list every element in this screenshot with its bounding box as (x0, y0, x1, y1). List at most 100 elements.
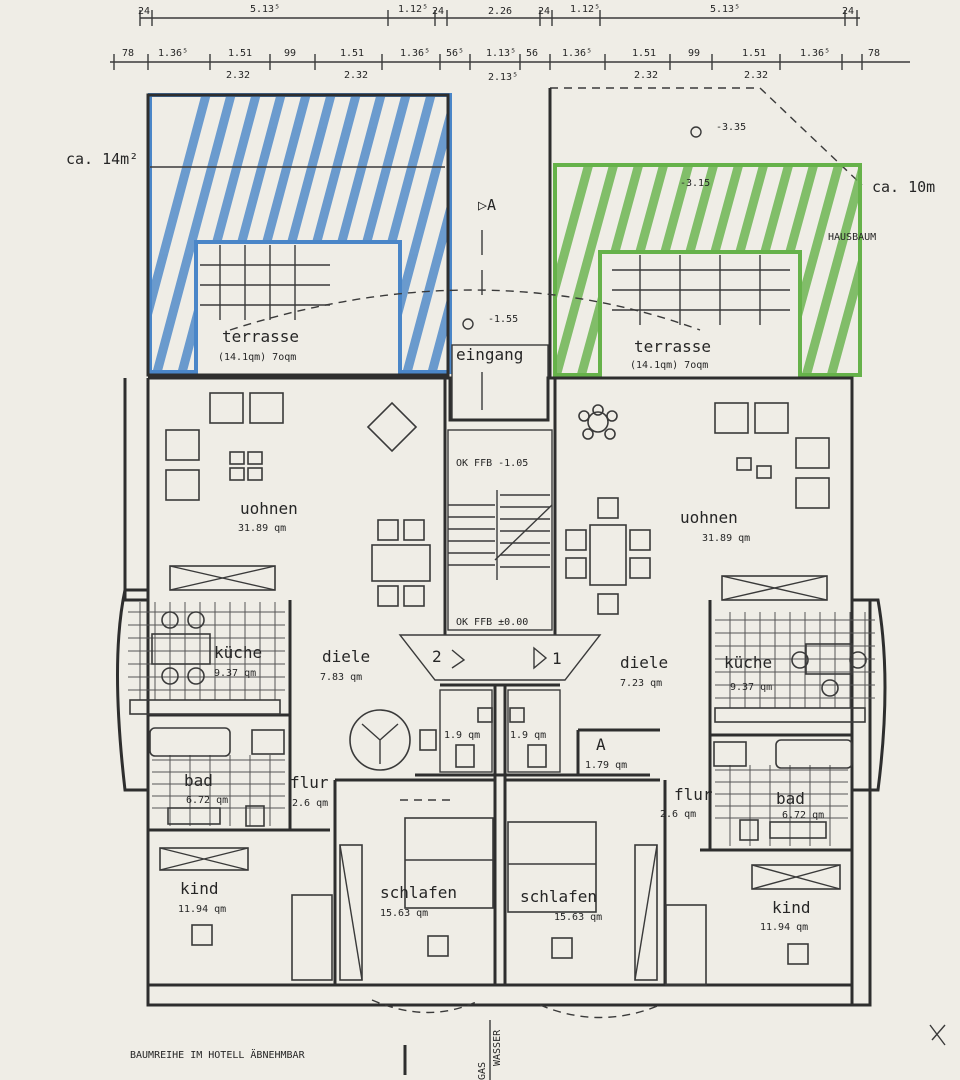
diele-left-area: 7.83 qm (320, 672, 362, 683)
dim-second-2: 1.51 (228, 48, 252, 59)
dim-top-2: 1.12⁵ (398, 4, 428, 15)
terrace-left: terrasse (14.1qm) 7oqm (146, 93, 452, 377)
terrace-left-area: (14.1qm) 7oqm (218, 352, 296, 363)
left-bedrooms-furniture (159, 709, 494, 981)
terrace-left-label: terrasse (222, 327, 299, 346)
diele-right-area: 7.23 qm (620, 678, 662, 689)
entry-arrow-icon: ▷A (478, 196, 496, 214)
flur-right-area: 2.6 qm (660, 809, 696, 820)
schlafen-right-area: 15.63 qm (554, 912, 602, 923)
dim-second-7: 1.13⁵ (486, 48, 516, 59)
dim-second-10: 1.51 (632, 48, 656, 59)
dim-second-8: 56 (526, 48, 538, 59)
right-bedrooms-furniture (507, 821, 841, 986)
dim-third-3: 2.32 (634, 70, 658, 81)
level-terrace-right: -3.15 (680, 178, 710, 189)
terrace-left-hatching (150, 95, 450, 372)
wohnen-left-label: uohnen (240, 499, 298, 518)
entrance: ▷A -1.55 eingang (229, 196, 701, 421)
right-apartment-furniture (565, 402, 830, 615)
dim-second-14: 78 (868, 48, 880, 59)
apt-1-label: 1 (552, 649, 562, 668)
dim-third-0: 2.32 (226, 70, 250, 81)
building-walls (116, 376, 887, 1007)
bad-left-area: 6.72 qm (186, 795, 228, 806)
flur-left-area: 2.6 qm (292, 798, 328, 809)
stair-arrow-icon (451, 649, 466, 669)
landing (398, 634, 602, 681)
dim-top-1: 5.13⁵ (250, 4, 280, 15)
terrace-right-note: ca. 10m (872, 178, 935, 196)
kind-left-label: kind (180, 879, 219, 898)
terrace-right-label: terrasse (634, 337, 711, 356)
schlafen-left-label: schlafen (380, 883, 457, 902)
dim-top-6: 1.12⁵ (570, 4, 600, 15)
dim-second-9: 1.36⁵ (562, 48, 592, 59)
wc-right-area: 1.9 qm (510, 730, 546, 741)
wohnen-right-label: uohnen (680, 508, 738, 527)
schlafen-left-area: 15.63 qm (380, 908, 428, 919)
dim-second-6: 56⁵ (446, 48, 464, 59)
kueche-right-area: 9.37 qm (730, 682, 772, 693)
flur-left-label: flur (290, 773, 329, 792)
diele-right-label: diele (620, 653, 668, 672)
dim-second-1: 1.36⁵ (158, 48, 188, 59)
footer-note: BAUMREIHE IM HOTELL ÄBNEHMBAR (130, 1048, 306, 1061)
kueche-right-label: küche (724, 653, 772, 672)
dim-top-7: 5.13⁵ (710, 4, 740, 15)
right-kitchen-tiles (714, 612, 875, 723)
kind-right-area: 11.94 qm (760, 922, 808, 933)
dim-second-5: 1.36⁵ (400, 48, 430, 59)
kueche-left-area: 9.37 qm (214, 668, 256, 679)
level-garden: -3.35 (716, 122, 746, 133)
dim-third-2: 2.13⁵ (488, 72, 518, 83)
dim-second-11: 99 (688, 48, 700, 59)
wohnen-left-area: 31.89 qm (238, 523, 286, 534)
dim-top-3: 24 (432, 6, 444, 17)
garden-level-marker: -3.35 (690, 122, 746, 138)
dim-third-4: 2.32 (744, 70, 768, 81)
dim-top-8: 24 (842, 6, 854, 17)
dim-second-4: 1.51 (340, 48, 364, 59)
staircase: OK FFB -1.05 OK FFB ±0.00 2 1 (398, 429, 602, 681)
terrace-left-note: ca. 14m² (66, 150, 138, 168)
stair-arrow-icon (533, 646, 548, 670)
left-bath (149, 727, 285, 827)
dimension-lines: 24 5.13⁵ 1.12⁵ 24 2.26 24 1.12⁵ 5.13⁵ 24… (110, 4, 910, 83)
hausbaum-label: HAUSBAUM (828, 232, 876, 243)
terrace-right-area: (14.1qm) 7oqm (630, 360, 708, 371)
dim-second-13: 1.36⁵ (800, 48, 830, 59)
dim-second-0: 78 (122, 48, 134, 59)
level-marker-icon (690, 126, 702, 138)
level-marker-icon (462, 318, 474, 330)
kind-right-label: kind (772, 898, 811, 917)
right-bath (713, 739, 853, 846)
bad-right-area: 6.72 qm (782, 810, 824, 821)
wohnen-right-area: 31.89 qm (702, 533, 750, 544)
bad-left-label: bad (184, 771, 213, 790)
schlafen-right-label: schlafen (520, 887, 597, 906)
dim-second-12: 1.51 (742, 48, 766, 59)
wasser-label: WASSER (492, 1029, 503, 1066)
level-terrace: -1.55 (488, 314, 518, 325)
wc-rooms (419, 689, 561, 773)
stair-level-lower: OK FFB ±0.00 (456, 617, 528, 628)
apt-2-label: 2 (432, 647, 442, 666)
dim-top-0: 24 (138, 6, 150, 17)
bad-right-label: bad (776, 789, 805, 808)
flur-right-label: flur (674, 785, 713, 804)
kueche-left-label: küche (214, 643, 262, 662)
wc-left-area: 1.9 qm (444, 730, 480, 741)
dim-top-5: 24 (538, 6, 550, 17)
bottom-area: GAS WASSER BAUMREIHE IM HOTELL ÄBNEHMBAR (130, 799, 946, 1080)
abstell-area: 1.79 qm (585, 760, 627, 771)
stair-level-upper: OK FFB -1.05 (456, 458, 528, 469)
dim-second-3: 99 (284, 48, 296, 59)
gas-label: GAS (477, 1062, 488, 1080)
dim-top-4: 2.26 (488, 6, 512, 17)
abstell-label: A (596, 735, 606, 754)
kind-left-area: 11.94 qm (178, 904, 226, 915)
room-labels: uohnen 31.89 qm uohnen 31.89 qm küche 9.… (178, 499, 824, 933)
diele-left-label: diele (322, 647, 370, 666)
